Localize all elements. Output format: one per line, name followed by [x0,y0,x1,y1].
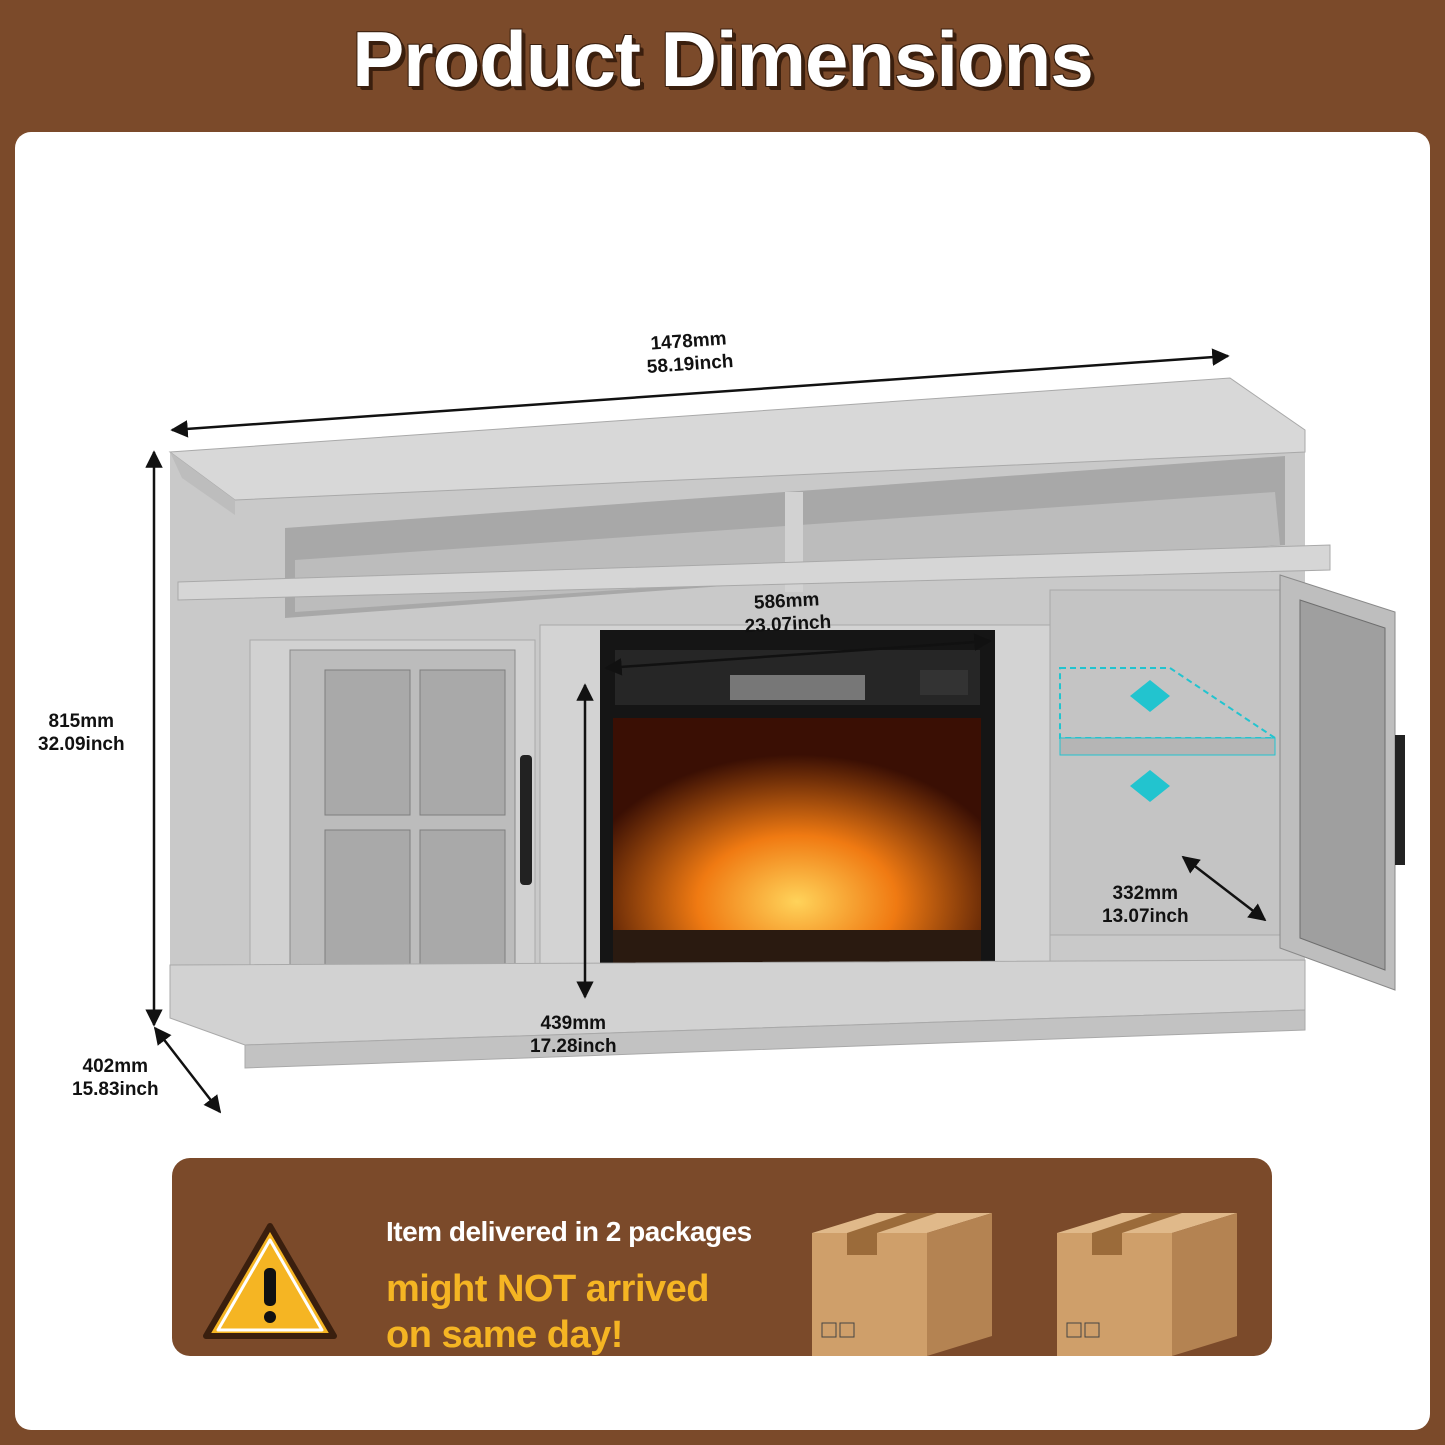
cabinet-depth-inch: 13.07inch [1102,906,1189,927]
notice-line-2a: might NOT arrived [386,1268,710,1310]
width-label: 1478mm 58.19inch [645,327,735,379]
package-box-icon [1057,1213,1237,1356]
notice-warning: might NOT arrived on same day! [386,1266,710,1358]
height-label: 815mm 32.09inch [38,710,125,756]
fireplace-height-inch: 17.28inch [530,1036,617,1057]
height-inch: 32.09inch [38,734,125,755]
cabinet-depth-mm: 332mm [1112,883,1179,904]
package-box-icon [812,1213,992,1356]
depth-mm: 402mm [82,1056,149,1077]
tv-stand [168,377,1405,1069]
fireplace-width-label: 586mm 23.07inch [743,588,832,638]
delivery-notice: Item delivered in 2 packages might NOT a… [172,1158,1272,1356]
notice-line-1: Item delivered in 2 packages [386,1216,752,1247]
fireplace-height-mm: 439mm [540,1013,607,1034]
height-mm: 815mm [48,711,115,732]
depth-label: 402mm 15.83inch [72,1055,159,1101]
cabinet-depth-label: 332mm 13.07inch [1102,882,1189,928]
warning-triangle-icon [203,1223,337,1339]
fireplace-width-inch: 23.07inch [744,611,832,638]
dimension-lines [145,348,1267,1114]
notice-line-2b: on same day! [386,1314,623,1356]
page-title: Product Dimensions [352,15,1093,103]
fireplace-height-label: 439mm 17.28inch [530,1012,617,1058]
depth-inch: 15.83inch [72,1079,159,1100]
